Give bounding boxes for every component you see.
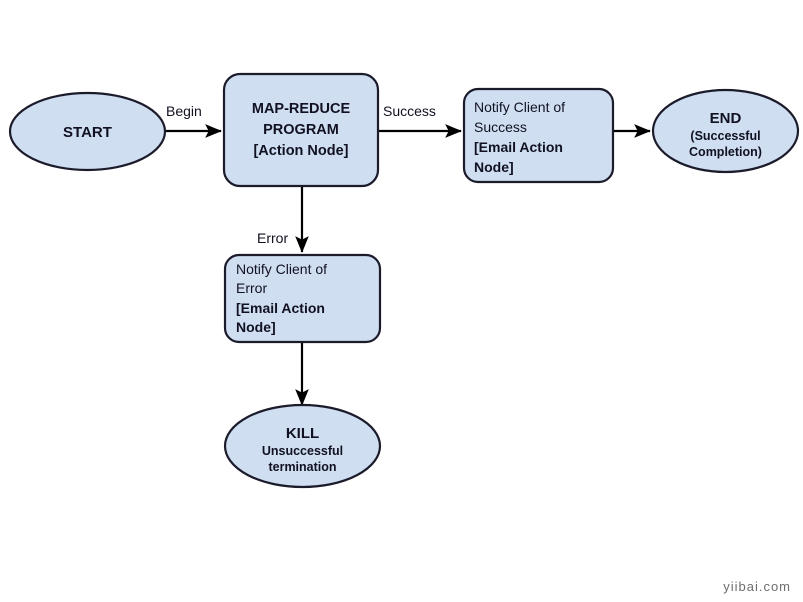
node-kill-line-2: Unsuccessful: [262, 444, 343, 458]
node-end-shape: [651, 88, 800, 174]
node-notify-client-success[interactable]: Notify Client of Success [Email Action N…: [462, 87, 615, 184]
node-notify-success-line-3: [Email Action: [474, 139, 563, 155]
node-map-reduce-shape: [222, 72, 380, 188]
node-notify-error-line-1: Notify Client of: [236, 261, 327, 277]
node-notify-error-line-3: [Email Action: [236, 300, 325, 316]
node-notify-success-line-4: Node]: [474, 159, 514, 175]
edges-layer: [165, 124, 651, 406]
edge-label-begin: Begin: [166, 103, 202, 119]
node-end-line-1: END: [710, 110, 742, 127]
node-notify-error-shape: [223, 253, 382, 344]
node-kill[interactable]: KILL Unsuccessful termination: [223, 403, 382, 489]
node-map-reduce-line-1: MAP-REDUCE: [252, 101, 351, 117]
node-start-label: START: [63, 124, 112, 141]
node-kill-line-1: KILL: [286, 425, 319, 442]
edge-label-success: Success: [383, 103, 436, 119]
node-notify-success-shape: [462, 87, 615, 184]
node-notify-error-line-2: Error: [236, 280, 267, 296]
node-notify-error-line-4: Node]: [236, 319, 276, 335]
node-end-line-3: Completion): [689, 145, 762, 159]
node-map-reduce-line-3: [Action Node]: [253, 143, 348, 159]
node-start[interactable]: START: [8, 91, 167, 172]
node-map-reduce-line-2: PROGRAM: [263, 122, 339, 138]
node-end[interactable]: END (Successful Completion): [651, 88, 800, 174]
watermark: yiibai.com: [723, 579, 791, 594]
node-notify-client-error[interactable]: Notify Client of Error [Email Action Nod…: [223, 253, 382, 344]
node-kill-line-3: termination: [268, 460, 336, 474]
edge-label-error: Error: [257, 230, 288, 246]
node-end-line-2: (Successful: [690, 129, 760, 143]
node-notify-success-line-2: Success: [474, 119, 527, 135]
node-kill-shape: [223, 403, 382, 489]
edge-labels-layer: Begin Success Error: [166, 103, 436, 246]
node-start-shape: [8, 91, 167, 172]
node-notify-success-line-1: Notify Client of: [474, 99, 565, 115]
node-map-reduce-program[interactable]: MAP-REDUCE PROGRAM [Action Node]: [222, 72, 380, 188]
